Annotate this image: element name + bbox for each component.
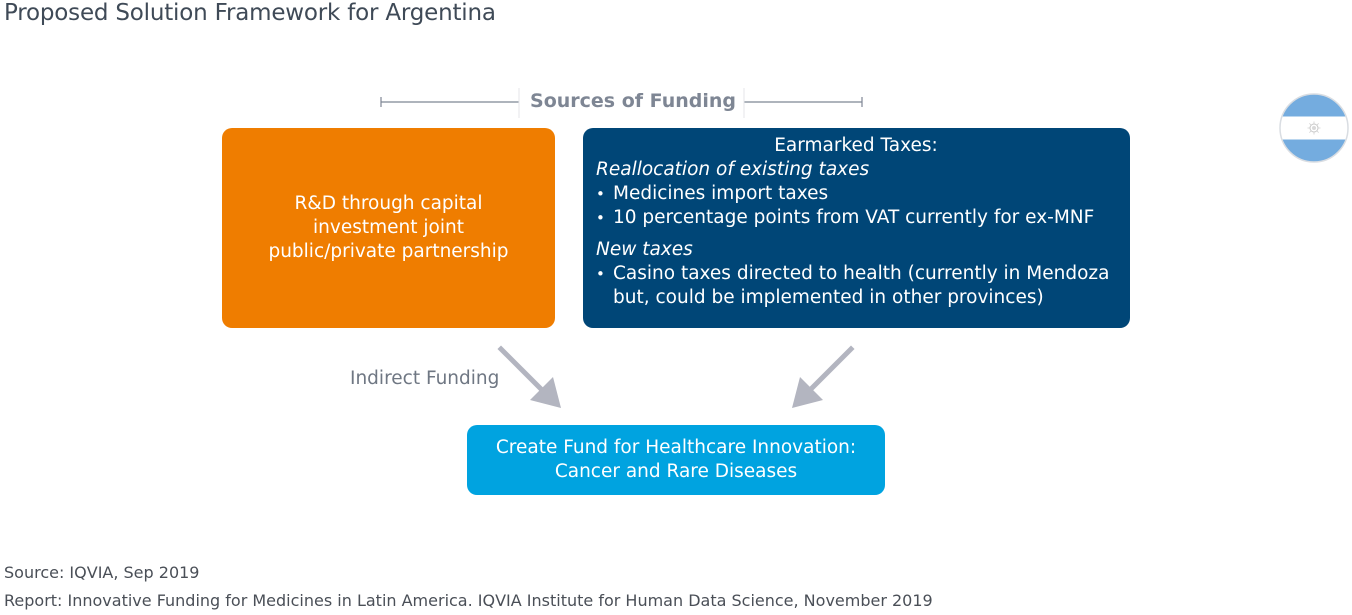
healthcare-fund-text: Create Fund for Healthcare Innovation: C… — [495, 437, 857, 482]
new-taxes-subheading: New taxes — [596, 239, 693, 260]
rd-partnership-box: R&D through capital investment joint pub… — [222, 128, 555, 328]
arrow-down-left-icon — [792, 345, 855, 408]
page-title: Proposed Solution Framework for Argentin… — [4, 0, 496, 26]
list-item: Medicines import taxes — [596, 182, 1116, 206]
new-taxes-list: Casino taxes directed to health (current… — [596, 262, 1116, 310]
sources-of-funding-label: Sources of Funding — [530, 90, 736, 112]
argentina-flag-icon — [1279, 93, 1349, 163]
reallocation-subheading: Reallocation of existing taxes — [596, 159, 870, 180]
earmarked-taxes-box: Earmarked Taxes: Reallocation of existin… — [583, 128, 1130, 328]
earmarked-taxes-heading: Earmarked Taxes: — [774, 135, 938, 156]
reallocation-list: Medicines import taxes 10 percentage poi… — [596, 182, 1116, 230]
sources-bracket — [380, 88, 863, 118]
list-item: Casino taxes directed to health (current… — [596, 262, 1116, 310]
report-citation: Report: Innovative Funding for Medicines… — [4, 591, 933, 610]
source-note: Source: IQVIA, Sep 2019 — [4, 563, 200, 582]
list-item: 10 percentage points from VAT currently … — [596, 206, 1116, 230]
indirect-funding-label: Indirect Funding — [350, 368, 500, 389]
rd-partnership-text: R&D through capital investment joint pub… — [268, 193, 509, 262]
arrow-down-right-icon — [497, 345, 561, 408]
healthcare-fund-box: Create Fund for Healthcare Innovation: C… — [467, 425, 885, 495]
